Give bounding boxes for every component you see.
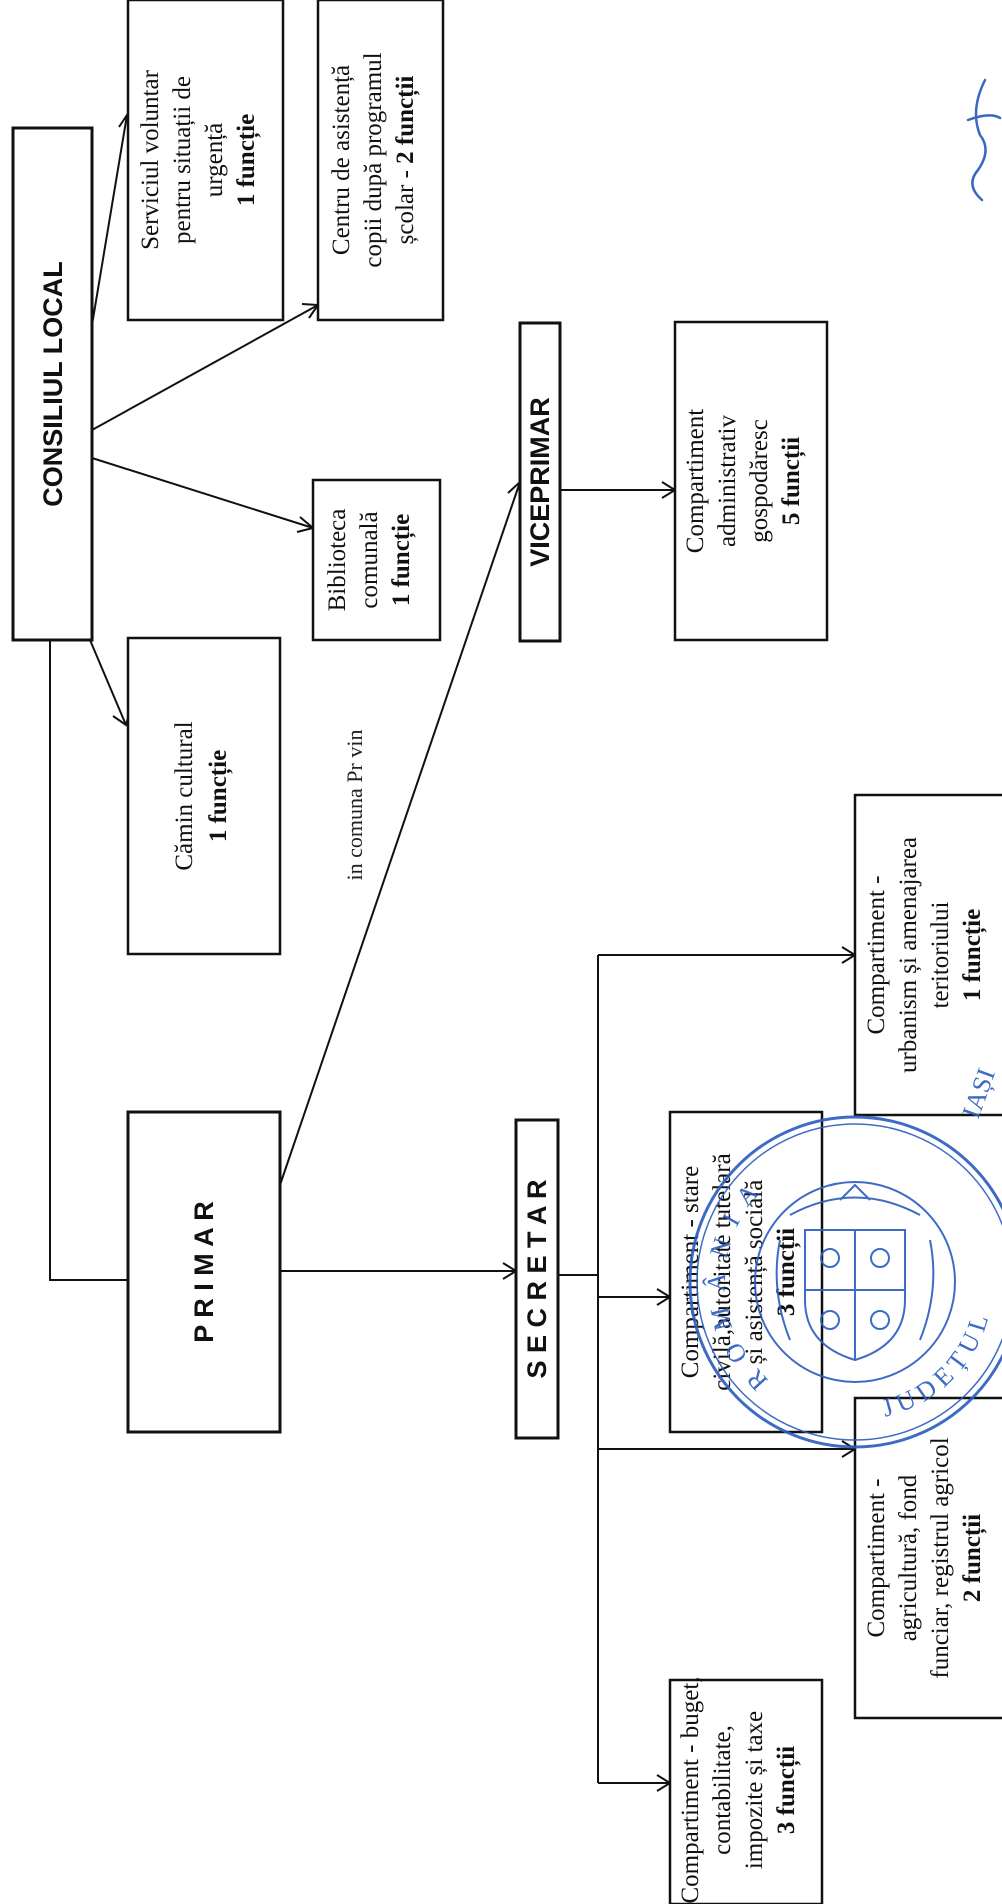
box-agricultura-line-3: funciar, registrul agricol	[927, 1437, 954, 1678]
box-agricultura-count: 2 funcții	[959, 1514, 987, 1602]
box-compartiment-agricultura: Compartiment - agricultură, fond funciar…	[853, 1396, 1002, 1720]
box-compartiment-gospodaresc: Compartiment administrativ gospodăresc 5…	[673, 320, 829, 642]
box-camin-cultural-line-1: Cămin cultural	[171, 721, 198, 870]
box-secretar-label: S E C R E T A R	[522, 1179, 552, 1378]
box-buget-line-3: impozite și taxe	[741, 1711, 768, 1869]
box-centru-asistenta-count: 2 funcții	[392, 76, 420, 164]
box-biblioteca-count: 1 funcție	[388, 514, 416, 606]
handwritten-signature	[966, 78, 1002, 202]
box-buget-line-1: Compartiment - buget,	[677, 1676, 704, 1903]
stamp-outer-ring	[688, 1115, 1002, 1449]
box-secretar: S E C R E T A R	[514, 1118, 560, 1440]
box-centru-asistenta: Centru de asistență copii după programul…	[316, 0, 445, 322]
connector-primar-viceprimar	[279, 481, 521, 1186]
box-biblioteca: Biblioteca comunală 1 funcție	[311, 478, 442, 642]
box-serviciu-voluntar-line-3: urgență	[201, 123, 228, 198]
box-urbanism-line-3: teritoriului	[927, 901, 954, 1008]
box-buget-line-2: contabilitate,	[709, 1725, 736, 1855]
box-urbanism-line-2: urbanism și amenajarea	[895, 837, 922, 1073]
box-compartiment-urbanism: Compartiment - urbanism și amenajarea te…	[853, 793, 1002, 1117]
stamp-inner-ring	[696, 1123, 1002, 1441]
box-consiliul-local: CONSILIUL LOCAL	[11, 126, 94, 642]
connector-consiliu-serviciu	[91, 114, 128, 326]
box-compartiment-stare-civila: Compartiment - stare civilă,autoritate t…	[668, 1110, 824, 1434]
top-fragment-text: in comuna Pr vin	[342, 730, 367, 881]
box-camin-cultural: Cămin cultural 1 funcție	[126, 636, 282, 956]
box-urbanism-line-1: Compartiment -	[863, 876, 890, 1035]
box-viceprimar-label: VICEPRIMAR	[525, 397, 555, 567]
box-biblioteca-line-2: comunală	[356, 511, 383, 608]
connector-consiliu-camin	[89, 639, 127, 726]
box-urbanism-count: 1 funcție	[959, 909, 987, 1001]
box-centru-asistenta-line-3: școlar -	[392, 164, 419, 245]
box-gospodaresc-line-1: Compartiment	[682, 409, 709, 553]
box-consiliul-local-label: CONSILIUL LOCAL	[38, 261, 68, 507]
box-primar-label: P R I M A R	[189, 1201, 219, 1343]
box-centru-asistenta-line-2: copii după programul	[360, 52, 387, 267]
box-gospodaresc-count: 5 funcții	[778, 437, 806, 525]
box-serviciu-voluntar-line-1: Serviciul voluntar	[137, 69, 164, 249]
coat-of-arms-icon	[775, 1183, 935, 1362]
stamp-center-ring	[754, 1181, 956, 1383]
connector-consiliu-centru	[91, 304, 319, 431]
box-gospodaresc-line-2: administrativ	[714, 415, 741, 547]
box-centru-asistenta-line-1: Centru de asistență	[328, 65, 355, 255]
box-serviciu-voluntar-count: 1 funcție	[233, 114, 261, 206]
svg-text:școlar - 2 funcții: școlar - 2 funcții	[392, 76, 420, 245]
box-agricultura-line-1: Compartiment -	[863, 1479, 890, 1638]
box-buget-count: 3 funcții	[773, 1746, 801, 1834]
box-gospodaresc-line-3: gospodăresc	[746, 419, 773, 543]
box-compartiment-buget: Compartiment - buget, contabilitate, imp…	[668, 1676, 824, 1904]
box-serviciu-voluntar: Serviciul voluntar pentru situații de ur…	[126, 0, 285, 322]
box-viceprimar: VICEPRIMAR	[518, 321, 562, 643]
connector-consiliu-biblioteca	[91, 457, 314, 529]
box-agricultura-line-2: agricultură, fond	[895, 1474, 922, 1641]
box-serviciu-voluntar-line-2: pentru situații de	[169, 76, 196, 244]
connector-consiliu-primar	[49, 640, 128, 1281]
box-primar: P R I M A R	[126, 1110, 282, 1434]
box-biblioteca-line-1: Biblioteca	[324, 509, 351, 612]
box-camin-cultural-count: 1 funcție	[205, 750, 233, 842]
